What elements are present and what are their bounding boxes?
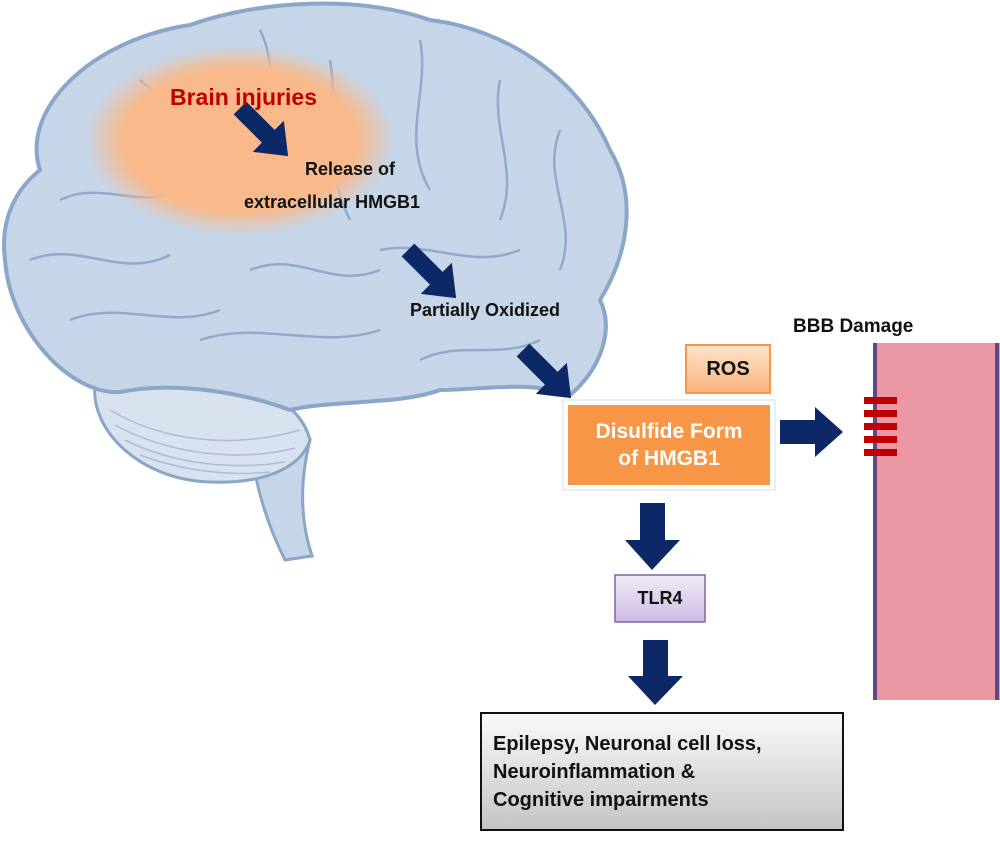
arrow-oxidized-to-disulfide	[516, 343, 572, 399]
damage-marks	[864, 397, 897, 456]
arrow-tlr4-to-outcome	[628, 640, 683, 705]
disulfide-line1: Disulfide Form	[595, 419, 743, 443]
bbb-wall	[864, 343, 1000, 700]
brain-injuries-label: Brain injuries	[170, 84, 317, 110]
release-label-line2: extracellular HMGB1	[244, 192, 421, 212]
arrow-injury-to-release	[233, 101, 289, 157]
arrow-disulfide-to-tlr4	[625, 503, 680, 570]
bbb-damage-label: BBB Damage	[793, 316, 914, 337]
disulfide-hmgb1-box: Disulfide Form of HMGB1	[568, 405, 770, 485]
arrow-disulfide-to-bbb	[780, 407, 843, 457]
partially-oxidized-label: Partially Oxidized	[410, 300, 561, 320]
disulfide-line2: of HMGB1	[618, 447, 720, 470]
outcome-line2: Neuroinflammation &	[493, 760, 696, 783]
tlr4-box: TLR4	[637, 588, 683, 608]
arrows	[233, 101, 843, 705]
ros-box: ROS	[706, 357, 750, 380]
outcome-line1: Epilepsy, Neuronal cell loss,	[493, 732, 762, 755]
outcome-box: Epilepsy, Neuronal cell loss, Neuroinfla…	[481, 713, 843, 830]
injury-zone	[85, 45, 395, 235]
arrow-release-to-oxidized	[401, 243, 457, 299]
release-label-line1: Release of	[305, 159, 396, 179]
outcome-line3: Cognitive impairments	[493, 788, 709, 811]
